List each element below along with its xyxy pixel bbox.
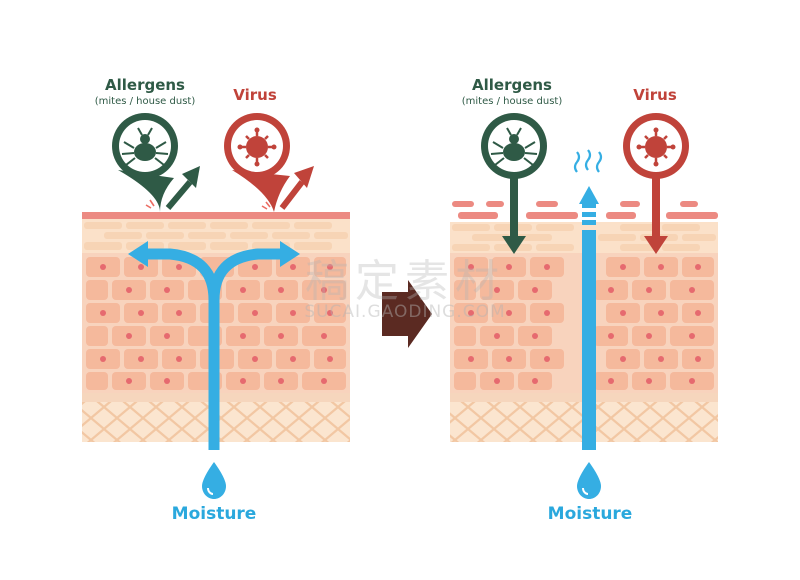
left-water-drop-icon: [202, 462, 226, 499]
right-virus-title: Virus: [620, 86, 690, 104]
left-stratum-corneum: [82, 212, 350, 219]
left-allergens-subtitle: (mites / house dust): [72, 96, 218, 107]
watermark-text: 稿定素材: [270, 245, 540, 309]
steam-icon: [575, 150, 601, 172]
watermark-url: SUCAI.GAODING.COM: [270, 302, 540, 322]
right-water-drop-icon: [577, 462, 601, 499]
left-allergens-title: Allergens: [85, 76, 205, 94]
right-allergens-subtitle: (mites / house dust): [439, 96, 585, 107]
left-allergen-badge: [112, 113, 200, 212]
left-virus-badge: [224, 113, 314, 212]
left-virus-title: Virus: [220, 86, 290, 104]
right-allergens-title: Allergens: [452, 76, 572, 94]
left-moisture-label: Moisture: [160, 504, 268, 524]
right-moisture-label: Moisture: [536, 504, 644, 524]
